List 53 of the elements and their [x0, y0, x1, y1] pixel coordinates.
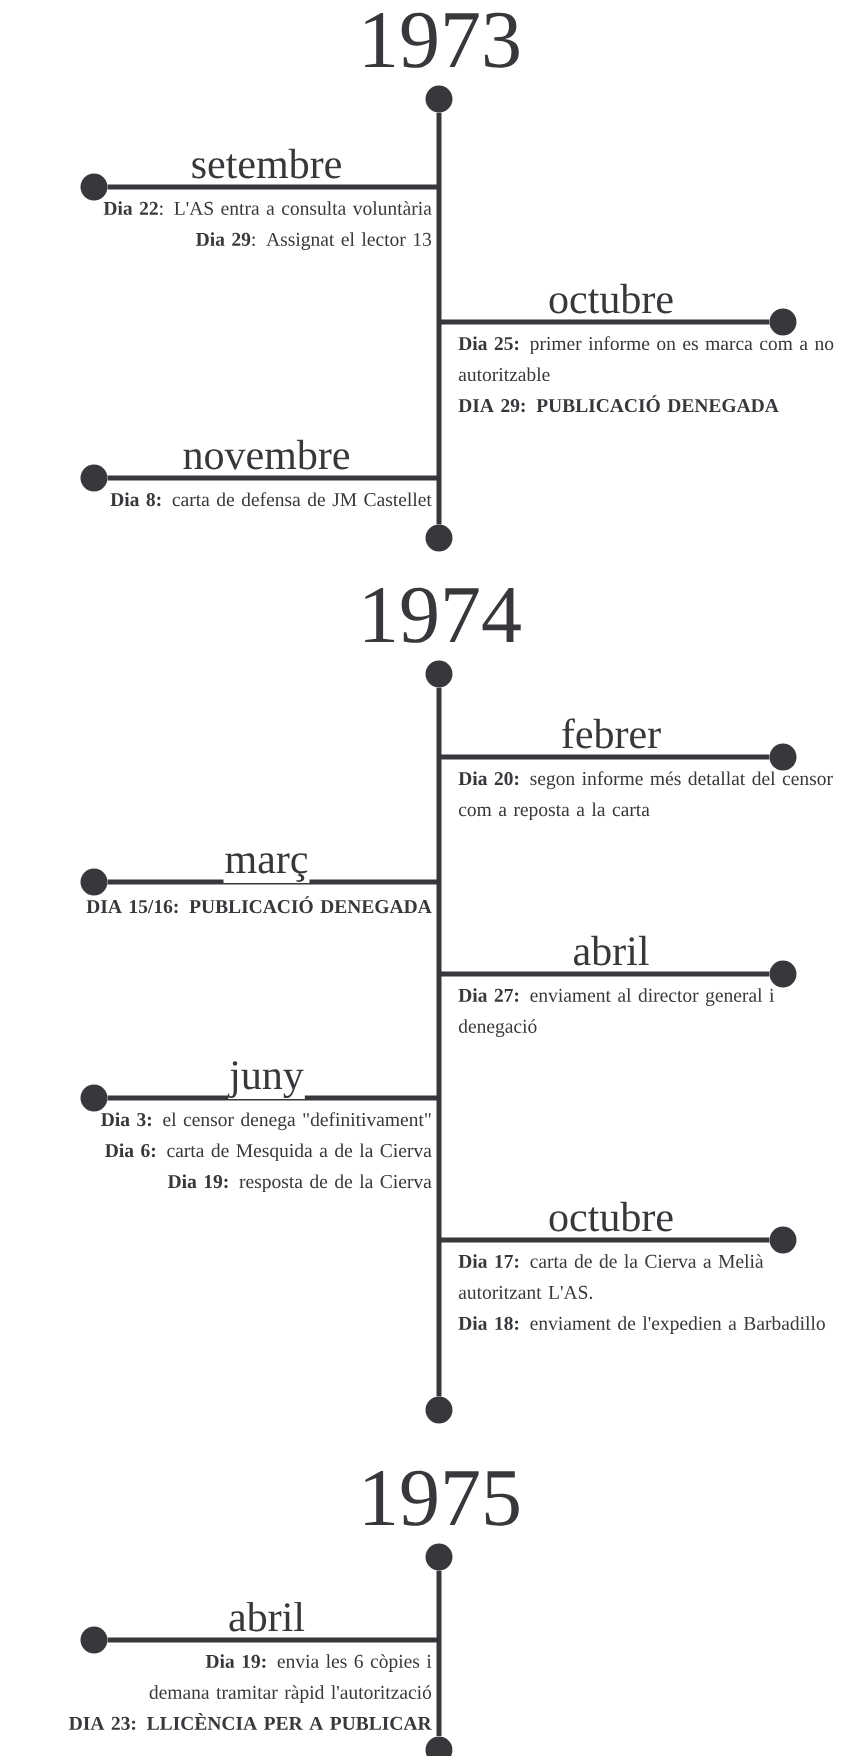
- timeline-dot: [425, 85, 453, 113]
- timeline-dot: [80, 1084, 108, 1112]
- event-text: Dia 19: envia les 6 còpies i demana tramitar ràpid l'autorització: [149, 1654, 432, 1703]
- event-text: Dia 20: segon informe més detallat del censor com a reposta a la carta: [458, 771, 833, 821]
- month-label: abril: [227, 1600, 306, 1633]
- month-label: març: [223, 852, 310, 883]
- branch-line: [107, 1095, 439, 1101]
- timeline-dot: [769, 1226, 797, 1254]
- branch-line: [107, 475, 439, 481]
- timeline-dot: [769, 308, 797, 336]
- event-text: Dia 19: resposta de de la Cierva: [167, 1174, 432, 1193]
- month-label: novembre: [181, 438, 352, 471]
- timeline-dot: [80, 464, 108, 492]
- branch-line: [107, 879, 439, 885]
- branch-line: [439, 319, 770, 325]
- branch-line: [439, 754, 770, 760]
- year-heading: 1973: [365, 12, 519, 68]
- event-text: DIA 29: PUBLICACIÓ DENEGADA: [458, 395, 779, 413]
- event-text: Dia 29: Assignat el lector 13: [196, 232, 432, 250]
- event-text: Dia 25: primer informe on es marca com a no autoritzable: [458, 336, 834, 382]
- branch-line: [107, 184, 439, 190]
- timeline-dot: [769, 960, 797, 988]
- timeline-dot: [425, 1543, 453, 1571]
- month-label: octubre: [547, 1200, 675, 1233]
- event-text: Dia 8: carta de defensa de JM Castellet: [110, 492, 432, 507]
- timeline-dot: [769, 743, 797, 771]
- month-label: febrer: [559, 717, 663, 750]
- timeline-dot: [80, 173, 108, 201]
- month-label: octubre: [547, 282, 675, 315]
- event-text: DIA 15/16: PUBLICACIÓ DENEGADA: [86, 896, 432, 914]
- event-text: DIA 23: LLICÈNCIA PER A PUBLICAR: [69, 1713, 432, 1731]
- timeline-spine: [436, 112, 442, 525]
- timeline-dot: [425, 524, 453, 552]
- event-text: Dia 3: el censor denega "definitivament": [101, 1112, 431, 1131]
- month-label: abril: [571, 934, 651, 967]
- branch-line: [439, 1237, 770, 1243]
- month-label: juny: [227, 1060, 305, 1100]
- timeline-spine: [436, 1570, 442, 1737]
- event-text: Dia 22: L'AS entra a consulta voluntària: [103, 201, 432, 216]
- timeline-dot: [80, 1626, 108, 1654]
- branch-line: [439, 971, 770, 977]
- branch-line: [107, 1637, 439, 1643]
- timeline-spine: [436, 687, 442, 1397]
- year-heading: 1975: [365, 1470, 519, 1526]
- timeline-dot: [80, 868, 108, 896]
- event-text: Dia 27: enviament al director general i denegació: [458, 988, 775, 1037]
- timeline-dot: [425, 1396, 453, 1424]
- event-text: Dia 18: enviament de l'expedien a Barbadillo: [458, 1316, 825, 1334]
- timeline-dot: [425, 660, 453, 688]
- event-text: Dia 17: carta de de la Cierva a Melià autoritzant L'AS.: [458, 1254, 764, 1300]
- event-text: Dia 6: carta de Mesquida a de la Cierva: [105, 1143, 432, 1162]
- month-label: setembre: [189, 147, 344, 180]
- year-heading: 1974: [365, 587, 521, 643]
